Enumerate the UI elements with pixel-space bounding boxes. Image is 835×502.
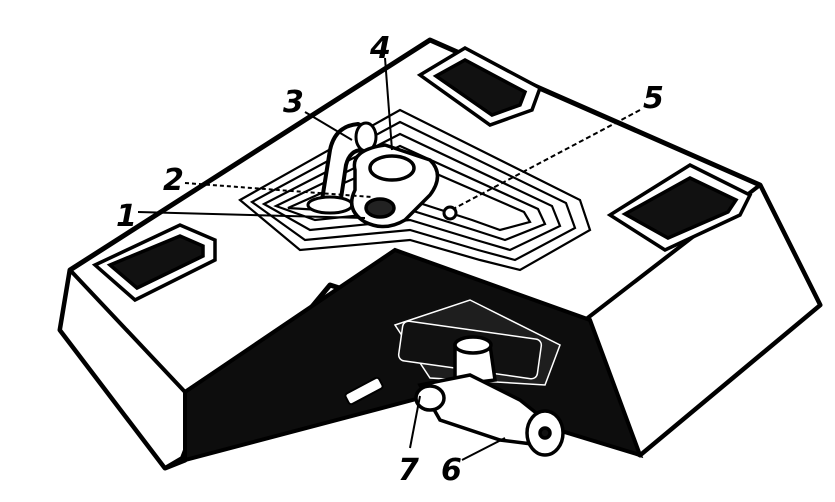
callout-2: 2 [163,163,184,198]
callout-3: 3 [283,85,304,120]
leader-line-5 [454,109,641,209]
callout-6: 6 [441,453,462,488]
leader-lines [137,57,641,461]
leader-line-1 [137,211,366,219]
callout-4: 4 [369,31,391,66]
leader-line-4 [384,57,393,151]
leader-line-3 [304,111,353,141]
callout-5: 5 [643,81,664,116]
callout-7: 7 [398,453,419,488]
hatch-flange [349,143,440,229]
sensor-port [442,205,458,221]
callout-1: 1 [116,199,137,234]
leader-line-6 [461,437,506,461]
inner-slot [344,376,384,406]
leader-line-7 [409,395,421,449]
mounting-pads [91,45,753,303]
leader-line-2 [184,182,373,198]
outlet-fitting [414,335,565,457]
